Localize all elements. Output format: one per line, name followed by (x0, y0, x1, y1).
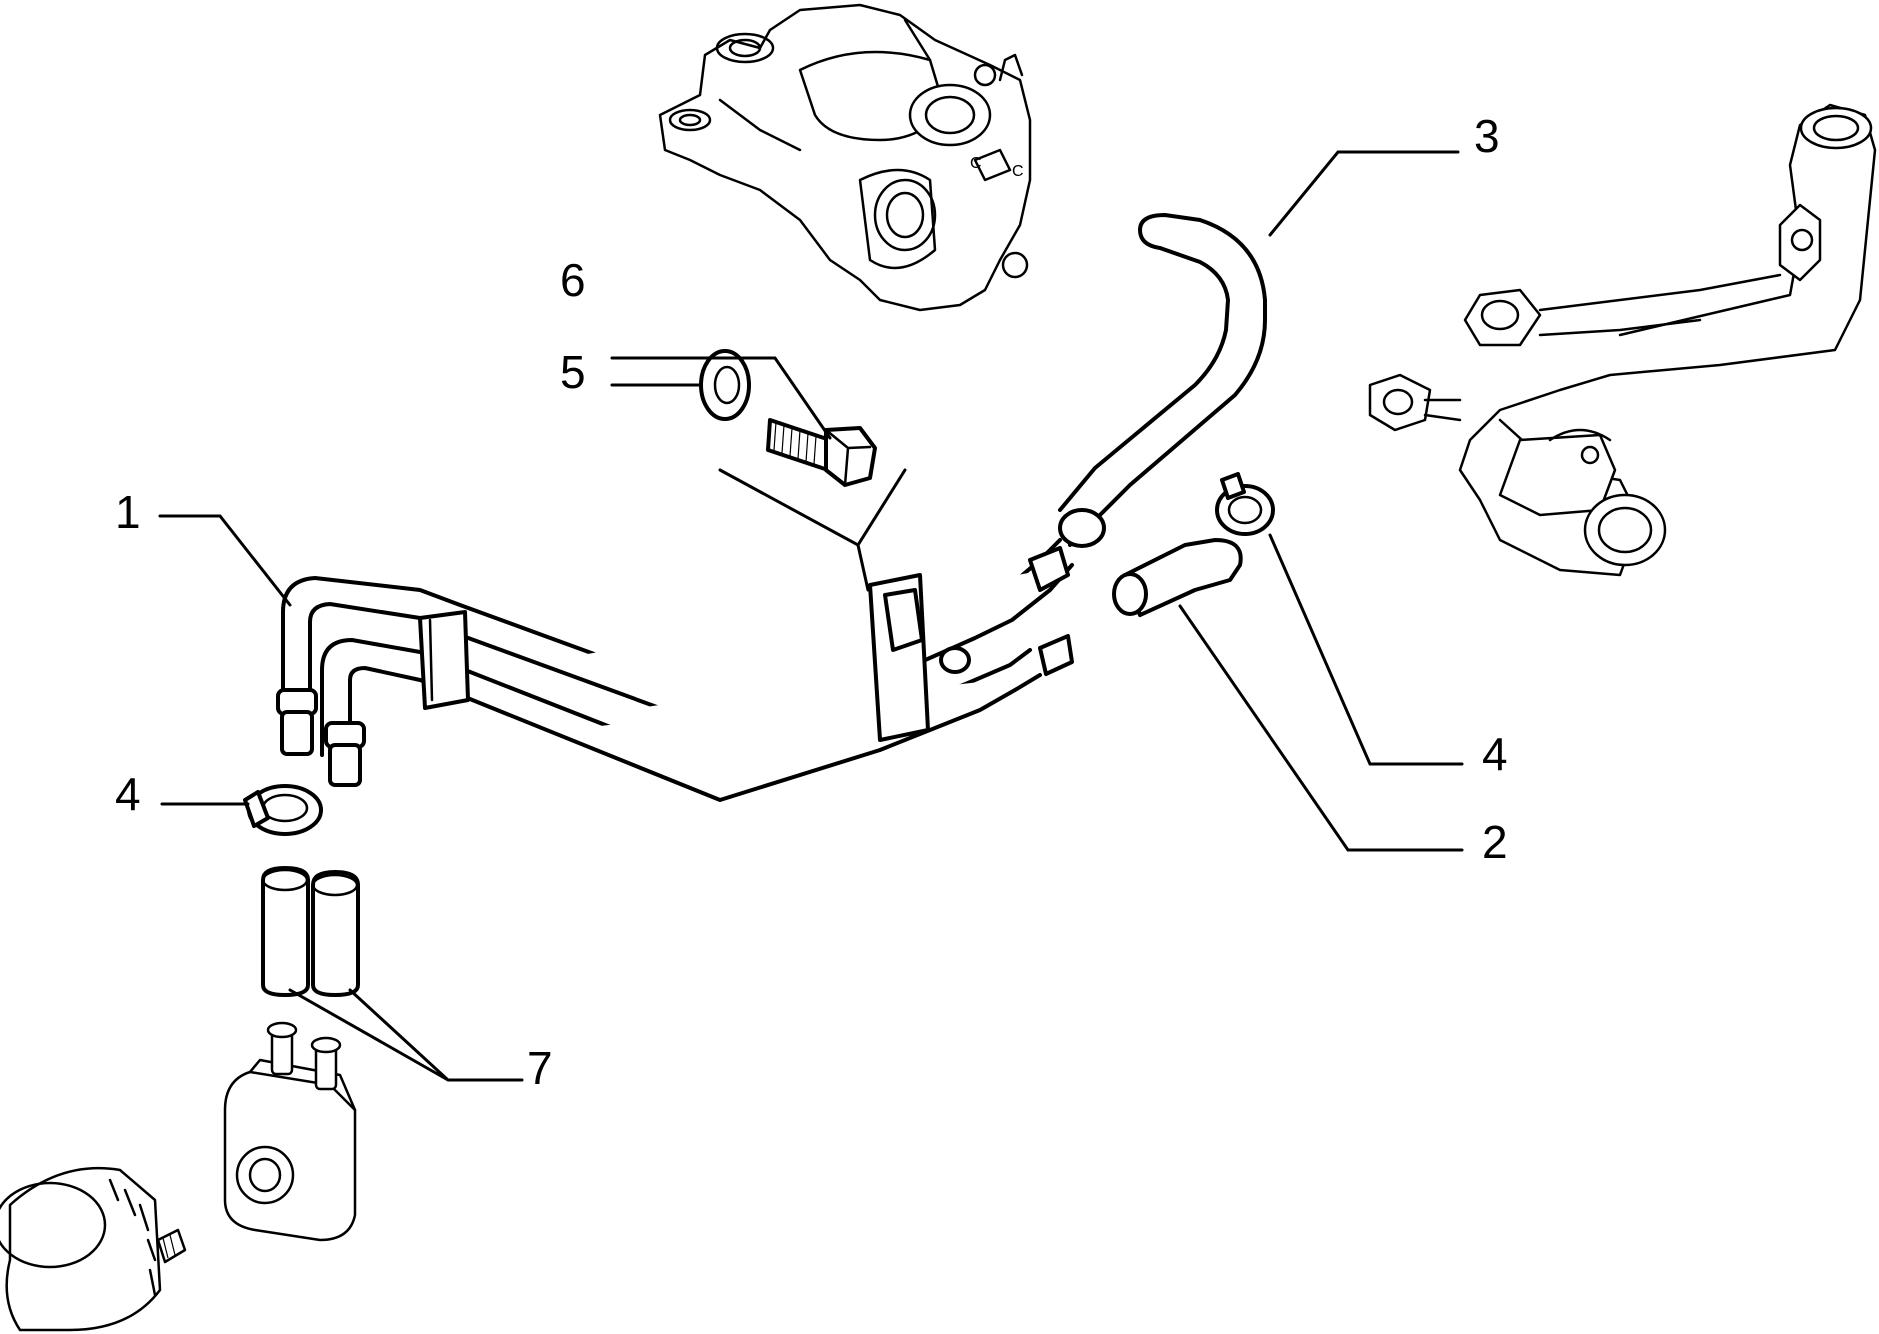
callout-5: 5 (560, 346, 586, 398)
callout-4-left: 4 (115, 768, 141, 820)
callout-2: 2 (1482, 816, 1508, 868)
part-5-washer (699, 349, 751, 421)
part-4-hose-clamp-right (1215, 472, 1275, 536)
water-pipe-assembly (1368, 103, 1877, 577)
part-2-short-hose (1112, 538, 1243, 617)
part-1-coolant-tube-assembly (276, 538, 1074, 802)
leader-6 (610, 356, 832, 440)
part-4-hose-clamp-left (243, 784, 323, 836)
part-7-connector-hoses (261, 866, 360, 997)
callout-6: 6 (560, 254, 586, 306)
callout-4-right: 4 (1482, 728, 1508, 780)
leader-6-bracket-b (856, 543, 870, 592)
leader-6-bracket-a (718, 468, 907, 547)
leader-1 (158, 514, 292, 607)
oil-cooler (223, 1021, 357, 1242)
callout-labels: 1 2 3 4 4 5 6 7 (115, 110, 1508, 1094)
svg-text:C: C (1012, 163, 1024, 180)
svg-text:C: C (970, 155, 982, 172)
thermostat-housing: C C (658, 3, 1032, 312)
leader-4-right (1268, 533, 1464, 766)
part-3-upper-hose (1058, 213, 1267, 548)
leader-lines (158, 150, 1464, 1082)
leader-3 (1268, 150, 1460, 237)
leader-2 (1178, 604, 1464, 852)
oil-filter (0, 1166, 187, 1332)
callout-3: 3 (1474, 110, 1500, 162)
callout-7: 7 (527, 1042, 553, 1094)
part-6-bolt (766, 418, 877, 487)
leader-7 (288, 988, 524, 1082)
callout-1: 1 (115, 486, 141, 538)
